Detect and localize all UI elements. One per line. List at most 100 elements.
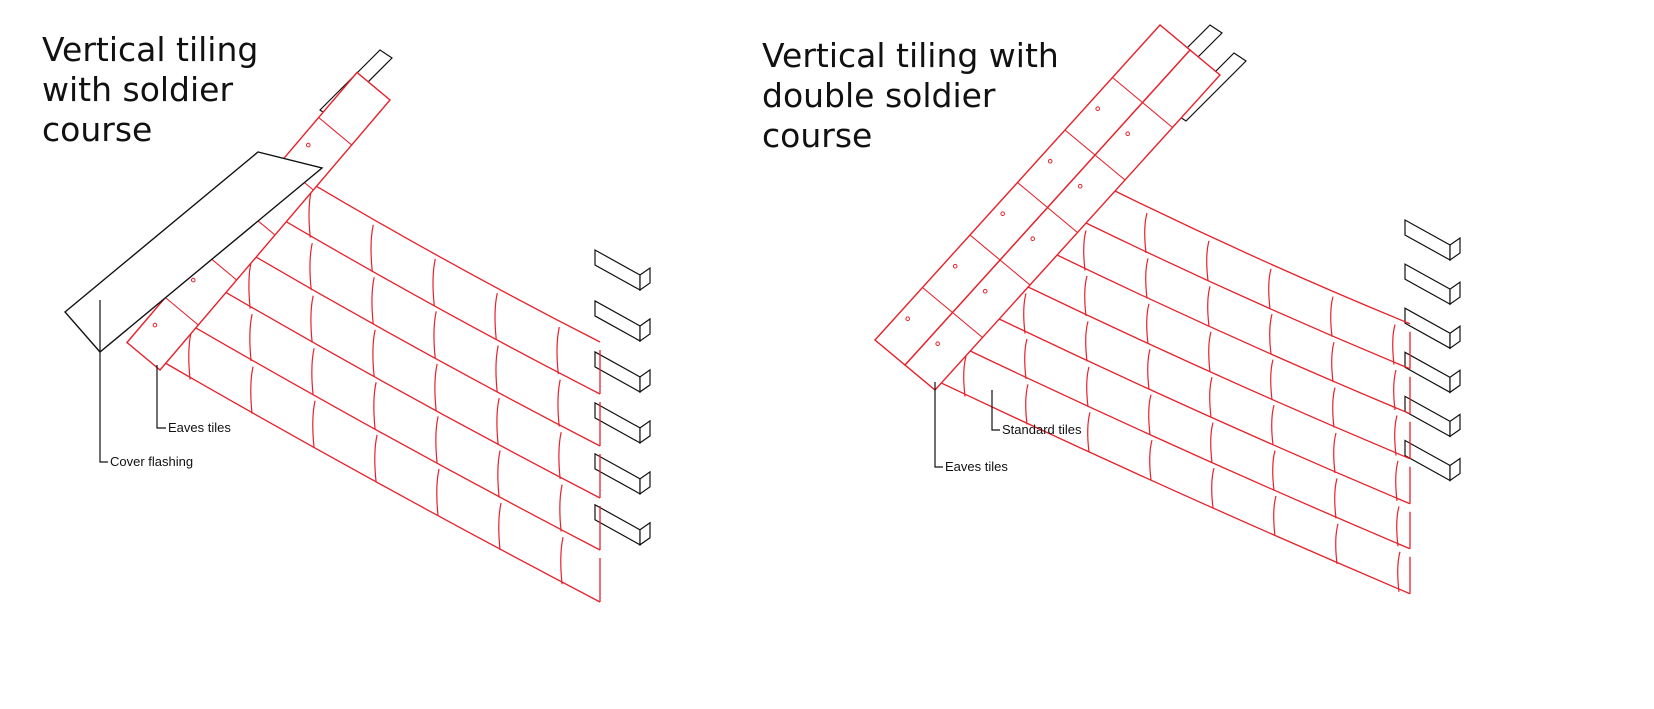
batten	[594, 452, 641, 495]
nail-hole	[152, 322, 158, 328]
batten-end	[639, 317, 651, 343]
batten	[594, 248, 641, 292]
nail-hole	[1095, 106, 1100, 111]
standard-leader-line	[991, 390, 1000, 431]
tile-joint	[311, 348, 315, 396]
tile-joint	[374, 434, 378, 482]
tile-joint	[371, 277, 375, 325]
tile-joint	[250, 366, 254, 414]
tile-joint	[496, 397, 500, 446]
eaves-leader-line	[156, 365, 166, 429]
tile-course-line	[964, 347, 1411, 550]
batten-end	[1449, 280, 1461, 306]
batten	[1404, 263, 1451, 306]
tile-joint	[1024, 338, 1028, 380]
tile-joint	[1210, 422, 1214, 463]
right-labels: Standard tiles Eaves tiles	[934, 382, 1082, 474]
tile-course-line	[159, 359, 601, 603]
soldier-tile-joint	[1112, 77, 1143, 103]
tile-joint	[308, 190, 312, 238]
tile-joint	[309, 243, 313, 291]
right-panel-drawing	[873, 24, 1461, 595]
tile-joint	[1269, 314, 1273, 355]
tile-joint	[1330, 296, 1334, 337]
tile-joint	[248, 261, 252, 309]
batten	[594, 299, 641, 342]
tile-joint	[1025, 384, 1029, 425]
nail-hole	[305, 142, 311, 148]
cover-flashing	[63, 151, 324, 353]
tile-joint	[1397, 551, 1401, 592]
tile-joint	[310, 295, 314, 343]
tile-course-line	[1084, 221, 1411, 370]
tile-joint	[559, 484, 563, 532]
left-labels: Eaves tiles Cover flashing	[99, 352, 231, 469]
left-panel-drawing	[63, 49, 651, 603]
batten	[1404, 351, 1451, 394]
flashing-leader-line	[99, 352, 108, 463]
tile-course-line	[994, 316, 1411, 505]
tile-course-line	[189, 323, 601, 551]
tile-joint	[1392, 324, 1396, 365]
soldier-tile-joint	[1094, 154, 1126, 181]
tile-joint	[1023, 293, 1027, 334]
tile-joint	[1209, 377, 1213, 418]
tile-joint	[1335, 523, 1339, 564]
tile-joint	[1272, 450, 1276, 491]
standard-tiles-label: Standard tiles	[1002, 422, 1082, 437]
batten	[1404, 218, 1451, 262]
tile-course-line	[219, 288, 601, 499]
tile-joint	[433, 311, 437, 359]
tile-joint	[556, 326, 560, 375]
tile-joint	[1393, 369, 1397, 411]
tile-joint	[494, 292, 498, 341]
tile-joint	[1149, 440, 1153, 481]
soldier-tile-joint	[1017, 182, 1048, 208]
nail-hole	[1030, 236, 1035, 241]
tile-joint	[370, 224, 374, 272]
soldier-tile-joint	[999, 259, 1031, 286]
tile-joint	[436, 468, 440, 516]
tile-joint	[188, 332, 192, 380]
nail-hole	[1125, 131, 1130, 136]
tile-joint	[1394, 415, 1398, 456]
soldier-tile-joint	[969, 234, 1001, 261]
batten-end	[1449, 325, 1461, 350]
tile-course-line	[279, 217, 601, 395]
tile-joint	[1147, 349, 1151, 390]
batten-end	[639, 419, 651, 445]
batten	[594, 401, 641, 444]
cover-flashing-label: Cover flashing	[110, 454, 193, 469]
tile-joint	[1268, 268, 1272, 309]
tile-joint	[434, 363, 438, 411]
tile-joint	[1208, 331, 1212, 372]
tile-joint	[1331, 341, 1335, 383]
batten-end	[639, 521, 651, 546]
tile-joint	[1145, 258, 1149, 299]
tile-course-line	[934, 379, 1411, 595]
tile-joint	[557, 379, 561, 427]
tile-course-line	[249, 253, 601, 447]
tile-joint	[497, 450, 501, 498]
tile-joint	[312, 400, 316, 448]
tile-joint	[1144, 212, 1148, 254]
batten	[1404, 439, 1451, 482]
tile-joint	[1211, 467, 1215, 509]
tile-joint	[1146, 303, 1150, 344]
tile-joint	[435, 416, 439, 464]
soldier-tile-joint	[1047, 207, 1078, 233]
soldier-tile-joint	[1064, 129, 1096, 156]
soldier-tile-joint	[1142, 102, 1173, 128]
tile-joint	[560, 537, 564, 585]
soldier-tile-joint	[164, 297, 199, 326]
tile-joint	[1085, 321, 1089, 362]
tile-joint	[1395, 460, 1399, 501]
nail-hole	[1047, 158, 1053, 164]
tile-joint	[495, 345, 499, 393]
batten	[1404, 395, 1451, 438]
right-panel-title: Vertical tiling with double soldier cour…	[762, 36, 1059, 155]
batten	[594, 350, 641, 393]
tile-joint	[373, 382, 377, 430]
tile-joint	[1333, 432, 1337, 474]
batten	[594, 503, 641, 546]
